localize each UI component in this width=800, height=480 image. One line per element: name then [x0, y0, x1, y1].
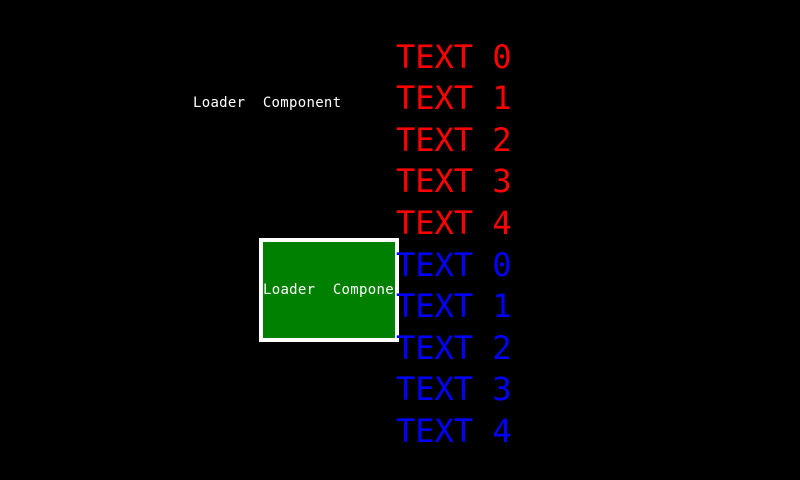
- text-row-red-3: TEXT 3: [396, 162, 512, 200]
- text-row-red-0: TEXT 0: [396, 38, 512, 76]
- text-row-blue-2: TEXT 2: [396, 329, 512, 367]
- text-row-blue-1: TEXT 1: [396, 287, 512, 325]
- text-row-red-4: TEXT 4: [396, 204, 512, 242]
- text-row-blue-0: TEXT 0: [396, 246, 512, 284]
- floating-loader-label: Loader Component: [193, 95, 342, 111]
- loader-component-panel[interactable]: Loader Component: [259, 238, 399, 342]
- text-row-red-1: TEXT 1: [396, 79, 512, 117]
- loader-panel-label: Loader Component: [263, 282, 399, 298]
- text-row-blue-4: TEXT 4: [396, 412, 512, 450]
- text-row-red-2: TEXT 2: [396, 121, 512, 159]
- text-row-blue-3: TEXT 3: [396, 370, 512, 408]
